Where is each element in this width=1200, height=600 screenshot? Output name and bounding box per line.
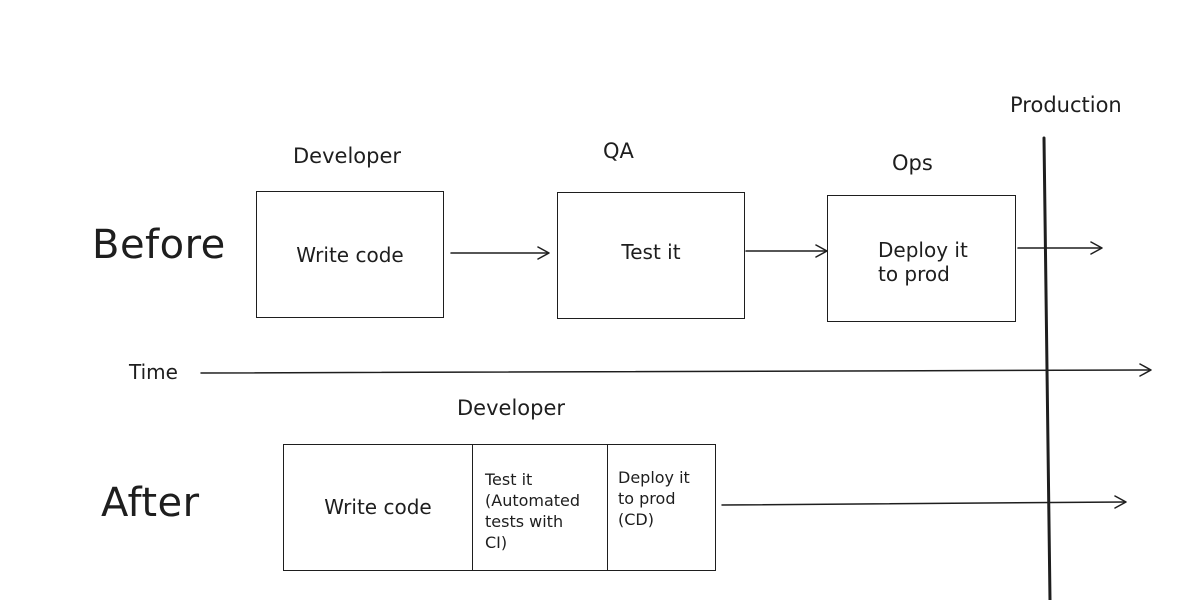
write-code-box: Write code bbox=[256, 191, 444, 318]
write-code-text: Write code bbox=[296, 243, 404, 267]
after-test-it-text: Test it (Automated tests with CI) bbox=[485, 470, 581, 552]
after-test-it-cell: Test it (Automated tests with CI) bbox=[472, 445, 607, 570]
production-label: Production bbox=[1010, 93, 1122, 117]
test-it-text: Test it bbox=[621, 240, 681, 264]
arrow-ops-to-production bbox=[1017, 241, 1103, 255]
deploy-it-text: Deploy it to prod bbox=[878, 238, 968, 286]
after-row-label: After bbox=[101, 480, 200, 526]
arrow-qa-to-ops bbox=[745, 244, 828, 258]
before-row-label: Before bbox=[92, 222, 226, 268]
after-pipeline-box: Write code Test it (Automated tests with… bbox=[283, 444, 716, 571]
after-deploy-it-text: Deploy it to prod (CD) bbox=[618, 468, 690, 529]
production-boundary-line bbox=[1042, 136, 1052, 600]
deploy-it-box: Deploy it to prod bbox=[827, 195, 1016, 322]
time-label: Time bbox=[129, 360, 178, 384]
after-developer-role-label: Developer bbox=[457, 396, 566, 420]
arrow-after-to-production bbox=[721, 495, 1127, 509]
after-write-code-text: Write code bbox=[324, 495, 432, 519]
after-write-code-cell: Write code bbox=[284, 445, 472, 570]
arrow-developer-to-qa bbox=[450, 246, 550, 260]
after-deploy-it-cell: Deploy it to prod (CD) bbox=[607, 445, 715, 570]
developer-role-label: Developer bbox=[293, 144, 402, 168]
qa-role-label: QA bbox=[603, 139, 634, 163]
ops-role-label: Ops bbox=[892, 151, 933, 175]
test-it-box: Test it bbox=[557, 192, 745, 319]
time-axis-arrow bbox=[200, 363, 1152, 377]
